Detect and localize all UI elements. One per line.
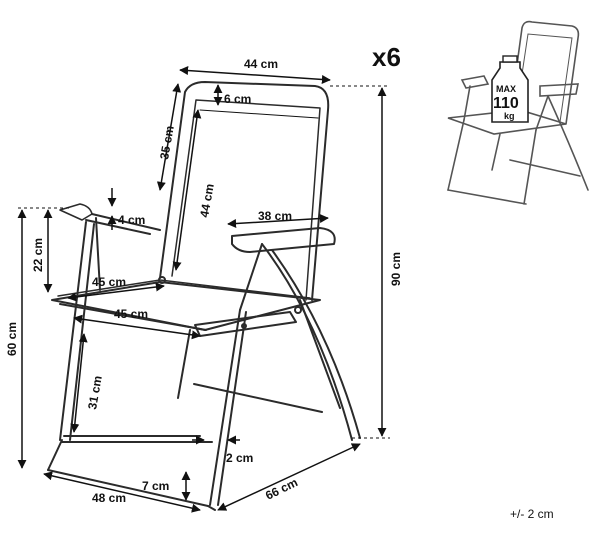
max-load-unit: kg (504, 111, 515, 121)
dimension-lines (17, 66, 390, 513)
dim-leg-height: 31 cm (85, 375, 105, 411)
quantity-label: x6 (372, 42, 401, 72)
dim-base-width: 48 cm (92, 491, 126, 505)
dim-armrest-length: 38 cm (258, 209, 292, 223)
dim-seat-width: 45 cm (114, 307, 148, 321)
dim-seat-depth: 45 cm (92, 275, 126, 289)
dim-armrest-thickness: 4 cm (118, 213, 145, 227)
tolerance-note: +/- 2 cm (510, 507, 554, 521)
dim-armrest-height: 22 cm (31, 238, 45, 272)
max-load-max: MAX (496, 84, 516, 94)
dim-back-inner-height: 44 cm (197, 183, 217, 219)
dim-bottom-gap: 7 cm (142, 479, 169, 493)
dim-seat-height: 60 cm (5, 322, 19, 356)
dim-tube-diameter: 2 cm (226, 451, 253, 465)
max-load-badge: MAX 110 kg (491, 55, 529, 123)
max-load-value: 110 (493, 95, 519, 112)
dim-total-height: 90 cm (389, 252, 403, 286)
dim-back-top-gap: 6 cm (224, 92, 251, 106)
dim-back-outer-height: 35 cm (157, 125, 177, 161)
dim-back-width: 44 cm (244, 57, 278, 71)
chair-drawing (47, 81, 361, 511)
dim-base-depth: 66 cm (263, 475, 300, 503)
